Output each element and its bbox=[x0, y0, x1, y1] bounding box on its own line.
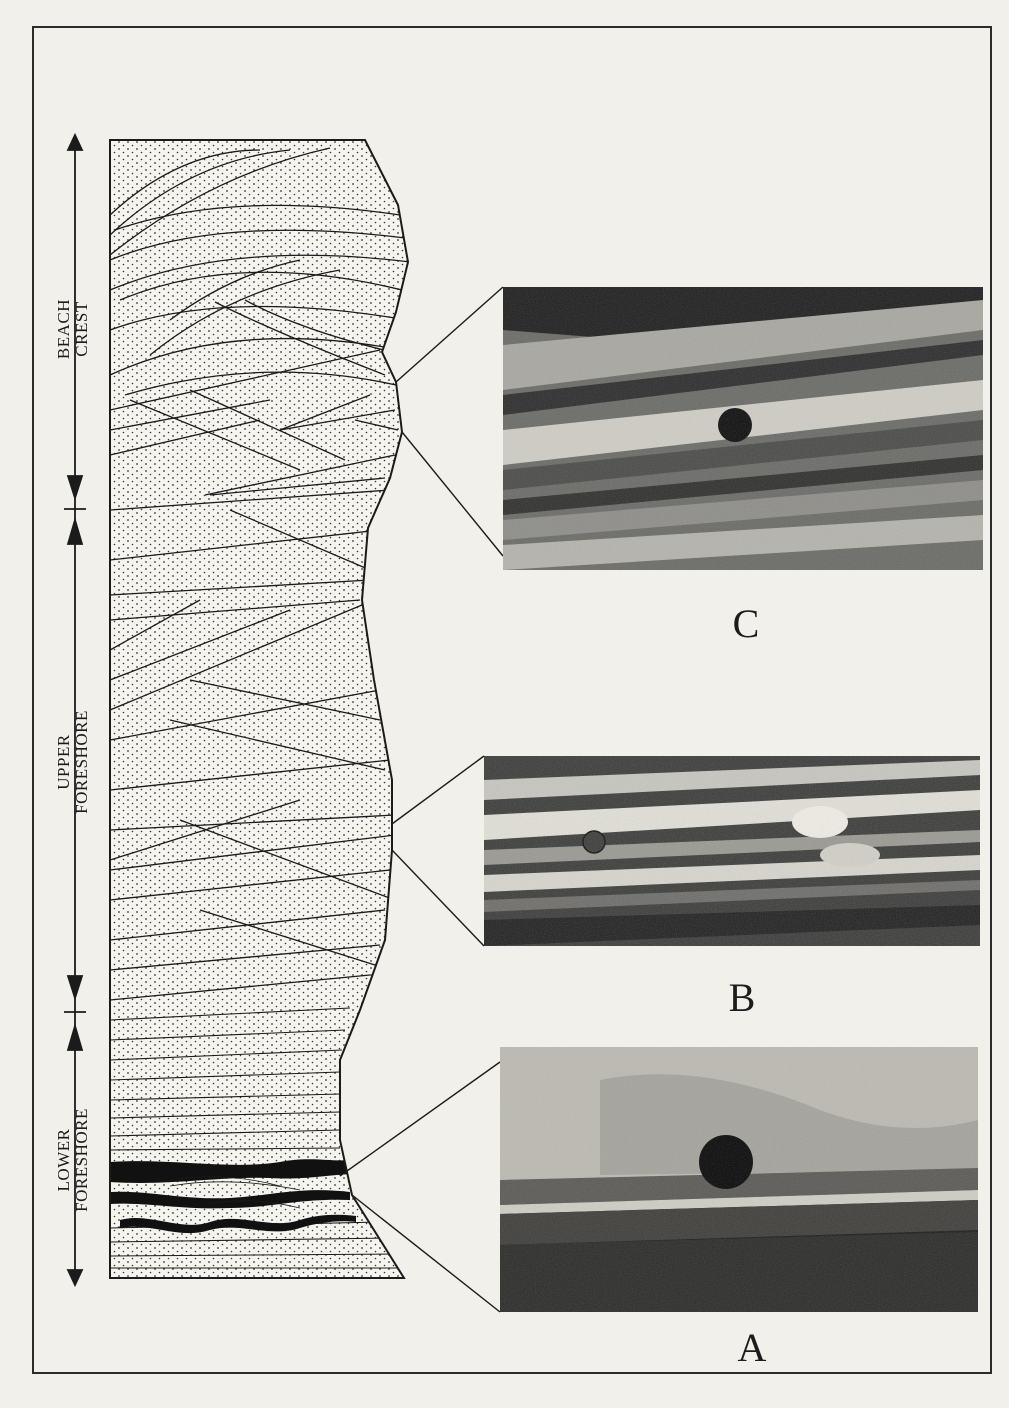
upper-foreshore-line1: UPPER bbox=[55, 707, 73, 817]
lower-foreshore-line2: FORESHORE bbox=[73, 1105, 91, 1215]
photo-c-label: C bbox=[716, 604, 776, 644]
beach-crest-line2: CREST bbox=[73, 282, 91, 376]
zone-label-lower-foreshore: LOWER FORESHORE bbox=[55, 1105, 95, 1215]
zone-label-upper-foreshore: UPPER FORESHORE bbox=[55, 707, 95, 817]
beach-crest-lower-arrowhead bbox=[68, 476, 82, 498]
photo-b-upper-foreshore-outcrop bbox=[484, 756, 980, 946]
photo-b-label: B bbox=[712, 978, 772, 1018]
lower-foreshore-line1: LOWER bbox=[55, 1105, 73, 1215]
photo-c-beach-crest-outcrop bbox=[503, 287, 983, 570]
arrowhead-bottom bbox=[68, 1270, 82, 1285]
beach-crest-line1: BEACH bbox=[55, 282, 73, 376]
lower-foreshore-upper-arrowhead bbox=[68, 1026, 82, 1050]
upper-foreshore-upper-arrowhead bbox=[68, 520, 82, 544]
photo-a-label: A bbox=[722, 1328, 782, 1368]
upper-foreshore-lower-arrowhead bbox=[68, 976, 82, 998]
arrowhead-top bbox=[68, 135, 82, 150]
photo-a-lower-foreshore-outcrop bbox=[500, 1047, 978, 1312]
zone-label-beach-crest: BEACH CREST bbox=[55, 282, 95, 376]
stratigraphic-column bbox=[100, 130, 420, 1290]
upper-foreshore-line2: FORESHORE bbox=[73, 707, 91, 817]
